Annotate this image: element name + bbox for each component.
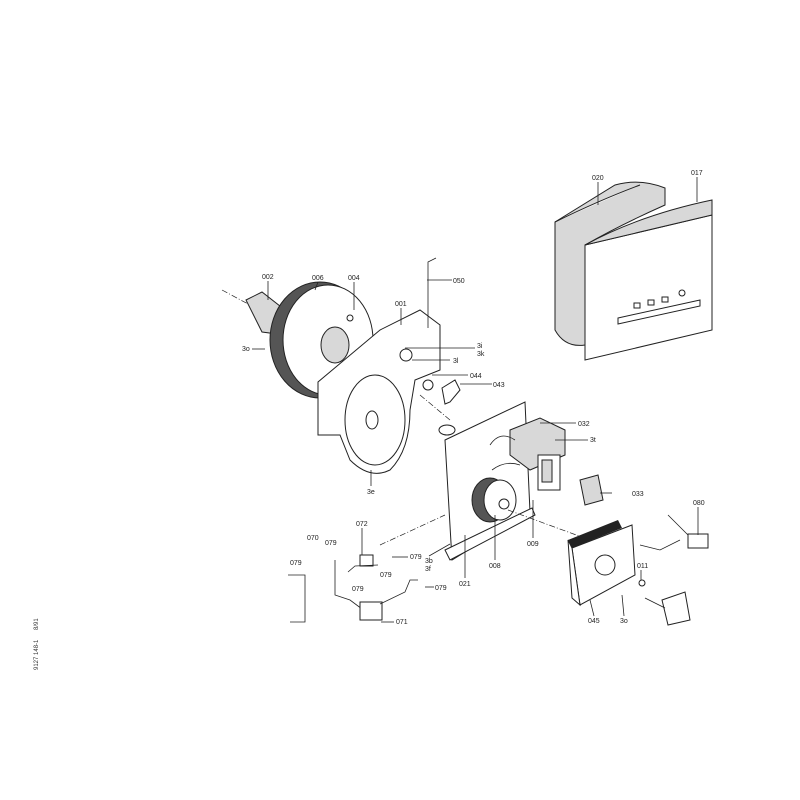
label-3f: 3f xyxy=(425,566,431,573)
relay-3t xyxy=(537,454,561,491)
label-004: 004 xyxy=(348,275,360,282)
drawing-number: 9127 148-1 xyxy=(34,639,40,670)
part-labels: 020 017 002 006 004 050 001 3i 3k 3l 044… xyxy=(242,170,705,626)
label-006: 006 xyxy=(312,275,324,282)
label-009: 009 xyxy=(527,541,539,548)
label-008: 008 xyxy=(489,563,501,570)
label-079-a: 079 xyxy=(325,540,337,547)
ring-044 xyxy=(422,379,434,391)
label-080: 080 xyxy=(693,500,705,507)
label-079-d: 079 xyxy=(380,572,392,579)
label-079-f: 079 xyxy=(435,585,447,592)
label-3e: 3e xyxy=(367,489,375,496)
mounting-plate-021 xyxy=(419,394,536,561)
cover-017 xyxy=(584,199,713,361)
label-021: 021 xyxy=(459,581,471,588)
housing-001 xyxy=(317,309,441,474)
label-070: 070 xyxy=(307,535,319,542)
label-3o-left: 3o xyxy=(242,346,250,353)
label-3i: 3i xyxy=(477,343,483,350)
leader-lines xyxy=(252,177,699,623)
valve-assembly-070 xyxy=(288,514,446,623)
label-3o-right: 3o xyxy=(620,618,628,625)
label-043: 043 xyxy=(493,382,505,389)
label-3k: 3k xyxy=(477,351,485,358)
label-079-b: 079 xyxy=(290,560,302,567)
label-3b: 3b xyxy=(425,558,433,565)
label-079-e: 079 xyxy=(352,586,364,593)
rod-050 xyxy=(427,257,437,328)
cover-020 xyxy=(554,181,666,346)
label-044: 044 xyxy=(470,373,482,380)
label-3l: 3l xyxy=(453,358,459,365)
label-072: 072 xyxy=(356,521,368,528)
label-079-c: 079 xyxy=(410,554,422,561)
cap-033 xyxy=(579,474,604,506)
label-045: 045 xyxy=(588,618,600,625)
photocell-block xyxy=(638,579,691,626)
drawing-date: 8/91 xyxy=(34,618,40,630)
label-011: 011 xyxy=(637,563,648,570)
motor-008 xyxy=(471,477,517,523)
label-020: 020 xyxy=(592,175,604,182)
cover-045 xyxy=(507,509,636,607)
label-071: 071 xyxy=(396,619,408,626)
label-017: 017 xyxy=(691,170,703,177)
label-050: 050 xyxy=(453,278,465,285)
clip-043 xyxy=(441,379,461,405)
label-001: 001 xyxy=(395,301,407,308)
label-002: 002 xyxy=(262,274,274,281)
connector-080 xyxy=(639,514,709,551)
drawing-reference: 9127 148-1 8/91 xyxy=(34,610,40,670)
label-033: 033 xyxy=(632,491,644,498)
label-032: 032 xyxy=(578,421,590,428)
label-3t: 3t xyxy=(590,437,596,444)
